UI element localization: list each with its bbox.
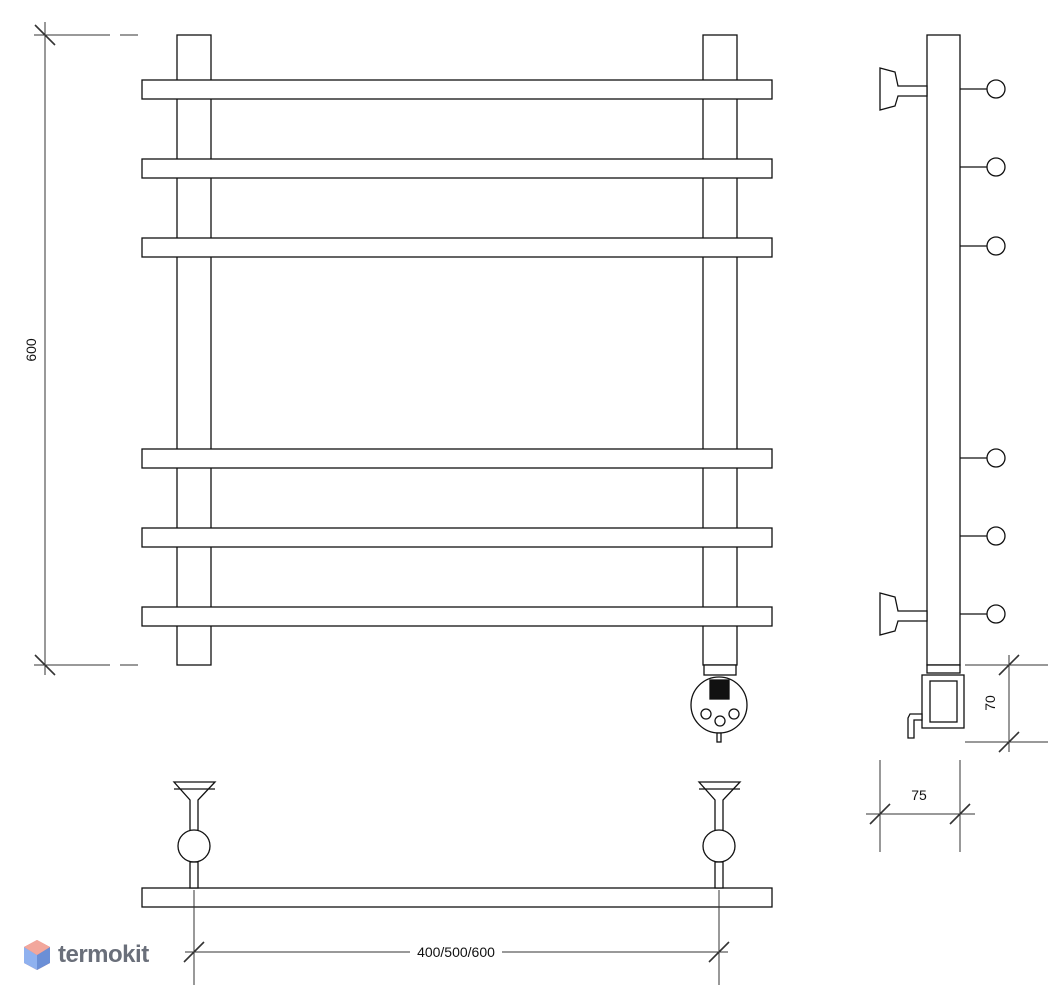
side-wall-bracket-top [879, 67, 928, 111]
height-dimension-label: 600 [23, 338, 39, 362]
width-dimension [183, 890, 730, 985]
depth-dimension-label: 75 [911, 787, 927, 803]
left-vertical-pipe [176, 34, 212, 666]
side-wall-bracket-bottom [879, 592, 928, 636]
heater-collar [703, 664, 737, 676]
depth-dimension [866, 760, 975, 852]
height-dimension [34, 22, 138, 676]
logo-text: termokit [58, 941, 149, 968]
front-view [141, 34, 773, 743]
heater-controller [690, 664, 748, 743]
crossbar-6 [141, 606, 773, 627]
controller-button-left [700, 708, 712, 720]
controller-display [709, 679, 730, 700]
crossbar-4 [141, 448, 773, 469]
width-dimension-label: 400/500/600 [417, 944, 495, 960]
top-crossbar [141, 887, 773, 908]
heater-height-dimension [965, 654, 1048, 753]
controller-cable [716, 732, 722, 743]
controller-button-middle [714, 715, 726, 727]
side-view [879, 34, 1006, 739]
side-bar-ends [960, 79, 1006, 624]
crossbar-2 [141, 158, 773, 179]
side-pipe-bottom-cap [926, 664, 961, 674]
crossbar-5 [141, 527, 773, 548]
heater-height-dimension-label: 70 [982, 695, 998, 711]
top-view [141, 781, 773, 908]
termokit-logo: termokit [22, 938, 149, 972]
top-bracket-left [172, 781, 217, 889]
cube-icon [24, 940, 50, 970]
crossbar-1 [141, 79, 773, 100]
side-vertical-pipe [926, 34, 961, 666]
crossbar-3 [141, 237, 773, 258]
right-vertical-pipe [702, 34, 738, 666]
controller-button-right [728, 708, 740, 720]
top-bracket-right [697, 781, 742, 889]
side-heater [907, 674, 965, 739]
